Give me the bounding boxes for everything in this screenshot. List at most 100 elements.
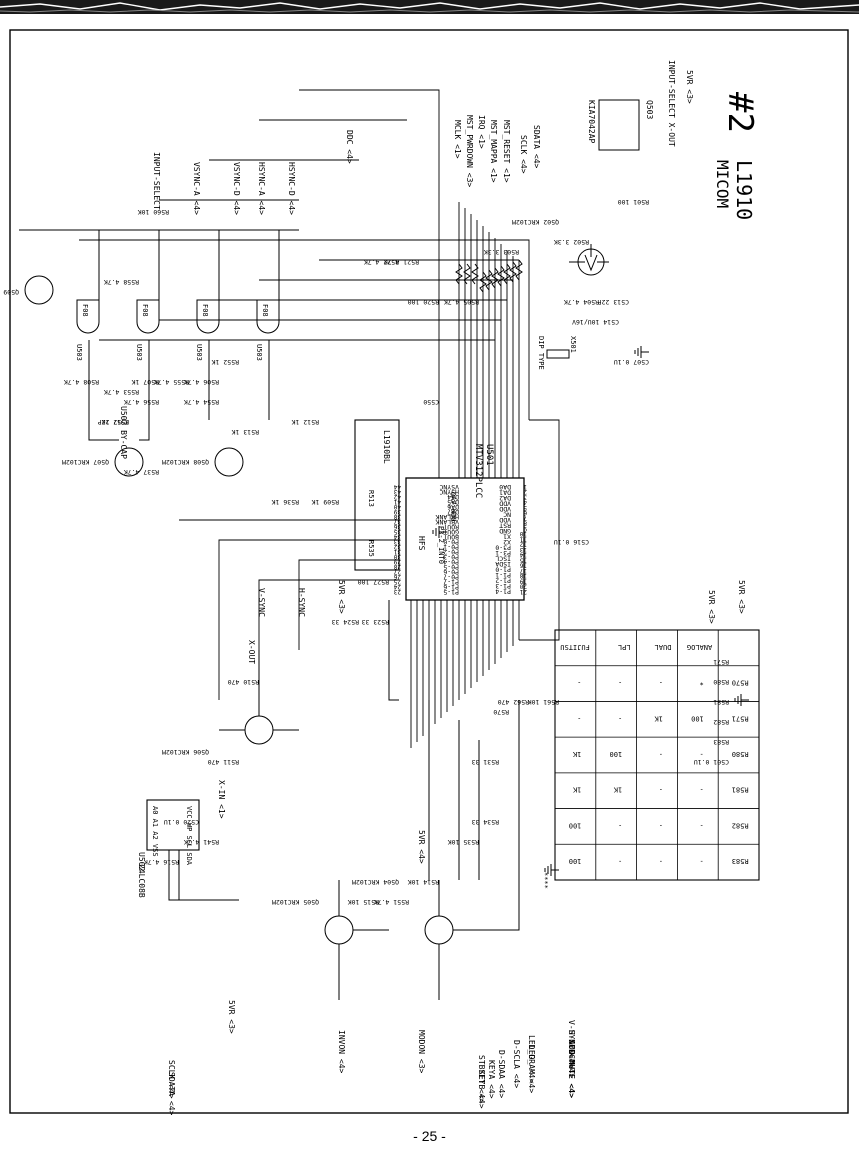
net-label: HSYNC-A <4> [257, 162, 266, 215]
component-label: C512 22P [98, 418, 129, 426]
mcu-u501: U501 MTV312PLCC DA0DA1DA2VDDVDDNCVDDRSTG… [393, 444, 527, 601]
component-label: R522 4.7K [364, 258, 399, 266]
option-cell: - [618, 857, 622, 865]
mcu-pin-label: P1-7 [443, 578, 459, 586]
component-label: Q506 KRC102M [162, 748, 209, 756]
option-column-header: FUJITSU [560, 643, 590, 651]
mcu-pin-number: 44 [393, 483, 401, 490]
component-label: C514 10U/16V [572, 318, 619, 326]
mcu-pin-number: 35 [393, 528, 401, 535]
net-label: 5VR <4> [417, 830, 426, 864]
eeprom-ref: U502 [137, 852, 146, 871]
vreg-part: KIA7042AP [587, 100, 596, 144]
net-label: SDATA <4> [167, 1072, 176, 1116]
component-label: R514 10K [408, 878, 439, 886]
mcu-pin-label: GOUT [443, 528, 459, 536]
component-label: Q507 KRC102M [62, 458, 109, 466]
mcu-pin-number: 43 [393, 488, 401, 495]
component-label: C550 [423, 398, 439, 406]
mcu-pin-number: 40 [393, 503, 401, 510]
crystal-ref: X501 [569, 336, 577, 353]
mcu-pin-number: 23 [393, 588, 401, 595]
mcu-pin-number: 26 [393, 573, 401, 580]
option-row-ref: R580 [732, 750, 749, 758]
option-row-ref: R571 [732, 714, 749, 722]
mcu-pin-label: P1-6 [443, 583, 459, 591]
mcu-pin-label: DA5 [447, 498, 459, 506]
option-cell: 100 [569, 821, 582, 829]
component-label: R580 [713, 678, 729, 686]
component-label: R503 3.3K [484, 248, 519, 256]
mcu-pin-number: 10 [519, 530, 527, 537]
mcu-pin-label: ISCL [495, 555, 511, 563]
option-column-header: ANALOG [687, 643, 712, 651]
component-label: R515 10K [348, 898, 379, 906]
mcu-pin-label: P0-6 [443, 568, 459, 576]
net-label: 5VR <3> [737, 580, 746, 614]
component-label: R551 4.7K [374, 898, 409, 906]
mcu-pin-label: P3-1 [495, 549, 511, 557]
eeprom-pin: A0 A1 A2 VSS [151, 806, 159, 857]
mcu-pin-label: DA1 [499, 489, 511, 497]
mcu-pin-number: 19 [519, 577, 527, 584]
mcu-pin-label: P0-5 [443, 563, 459, 571]
net-label: H-SYNC <4> [567, 1030, 576, 1078]
net-label: INPUT-SELECT X-OUT [667, 60, 676, 147]
component-label: R508 4.7K [64, 378, 99, 386]
mcu-pin-label: P1-2 [495, 577, 511, 585]
option-cell: - [700, 857, 704, 865]
net-label: LED_AM <4> [527, 1045, 536, 1093]
net-label: STBSET <4> [477, 1055, 486, 1103]
mcu-pin-number: 7 [523, 514, 527, 521]
mcu-pin-label: VBLANK [435, 518, 459, 526]
component-label: R509 1K [312, 498, 339, 506]
mcu-pin-label: P0-3 [443, 553, 459, 561]
title-number: #2 [720, 92, 760, 133]
component-label: R523 33 [362, 618, 389, 626]
net-label: LED_GR <4> [527, 1035, 536, 1083]
option-cell: - [700, 821, 704, 829]
mcu-inner-label: DA7_HDU [449, 492, 457, 522]
mcu-pin-number: 12 [519, 541, 527, 548]
component-label: C513 22P [598, 298, 629, 306]
mcu-part: MTV312PLCC [473, 444, 483, 498]
mcu-pin-label: P1-1 [495, 571, 511, 579]
mcu-pin-label: ISDA [495, 560, 511, 568]
net-label: 5VR <3> [707, 590, 716, 624]
option-cell: - [618, 679, 622, 687]
mcu-pin-number: 8 [523, 520, 527, 527]
mcu-pin-label: P1-3 [495, 582, 511, 590]
option-row-ref: R581 [732, 786, 749, 794]
mcu-left-pin-labels: DA0DA1DA2VDDVDDNCVDDRSTGNDX1X2P3-0P3-1IS… [495, 483, 511, 596]
option-cell: 1K [613, 786, 622, 794]
mcu-pin-number: 34 [393, 533, 401, 540]
net-labels-bottom: LED_GR <4>LED_AM <4>STBSET <4>D-SCLA <4>… [167, 640, 576, 1116]
net-label: MST_PWRDOWN <3> [465, 115, 474, 187]
net-label: D-MUTE <4> [567, 1050, 576, 1098]
component-label: Q504 KRC102M [352, 878, 399, 886]
component-label: R556 4.7K [124, 398, 159, 406]
mcu-pin-label: BOUT [443, 533, 459, 541]
mcu-pin-number: 41 [393, 498, 401, 505]
mcu-pin-number: 1 [523, 483, 527, 490]
component-label: R521 4.7K [384, 258, 419, 266]
connector-pin: HFS [417, 536, 426, 551]
component-label: R582 [713, 718, 729, 726]
mcu-pin-label: VDD [499, 505, 511, 513]
component-label: R535 10K [448, 838, 479, 846]
component-label: R552 1K [212, 358, 239, 366]
option-cell: - [577, 714, 581, 722]
option-cell: * [700, 679, 704, 687]
mcu-right-pin-numbers: 4443424140393837363534333231302928272625… [393, 483, 401, 595]
mcu-pin-number: 27 [393, 568, 401, 575]
mcu-pin-label: X2 [503, 538, 511, 546]
option-cell: - [659, 857, 663, 865]
option-cell: 1K [572, 750, 581, 758]
eeprom-part: 24LC08B [137, 864, 146, 898]
mcu-pin-label: P0-2 [443, 548, 459, 556]
net-label: D-SDAA <4> [497, 1050, 506, 1098]
scan-header-strip [0, 0, 859, 14]
gate-part-label: F08 [201, 304, 209, 317]
